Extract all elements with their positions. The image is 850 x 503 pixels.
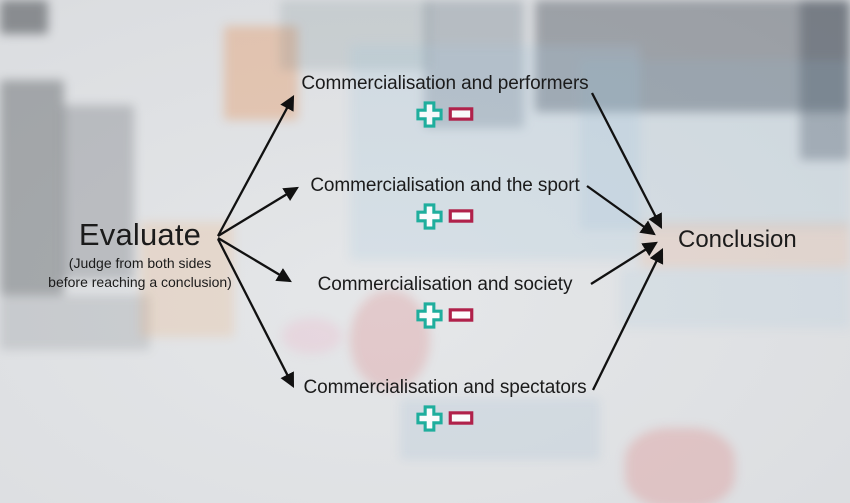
background-tile [640,222,850,268]
background-tile [580,60,850,230]
background-tile [0,295,150,350]
branch-icons [285,404,605,432]
branch-label: Commercialisation and the sport [310,175,580,196]
evaluate-subtitle-line2: before reaching a conclusion) [48,274,232,290]
background-tile [625,428,735,503]
branch-label: Commercialisation and performers [301,73,589,94]
minus-icon [448,209,474,223]
branch-row-performers: Commercialisation and performers [285,71,605,128]
background-tile [800,0,850,160]
branch-label: Commercialisation and society [317,274,573,295]
minus-icon [448,107,474,121]
branch-label: Commercialisation and spectators [303,377,587,398]
background-tile [620,268,850,328]
evaluate-title: Evaluate [78,217,202,252]
branch-row-spectators: Commercialisation and spectators [285,375,605,432]
branch-icons [285,301,605,329]
background-tile [0,0,48,34]
conclusion-label: Conclusion [678,226,797,253]
background-tile [535,0,850,112]
branch-icons [285,202,605,230]
plus-icon [416,404,443,432]
background-tile [424,0,524,128]
evaluate-block: Evaluate (Judge from both sides before r… [25,216,255,292]
plus-icon [416,301,443,329]
background-tile [350,290,430,390]
background-tile [62,105,134,280]
branch-row-society: Commercialisation and society [285,272,605,329]
minus-icon [448,308,474,322]
plus-icon [416,202,443,230]
branch-icons [285,100,605,128]
plus-icon [416,100,443,128]
minus-icon [448,411,474,425]
background-tile [0,80,64,295]
background-tile [280,0,430,70]
evaluate-subtitle-line1: (Judge from both sides [68,255,212,271]
branch-row-sport: Commercialisation and the sport [285,173,605,230]
